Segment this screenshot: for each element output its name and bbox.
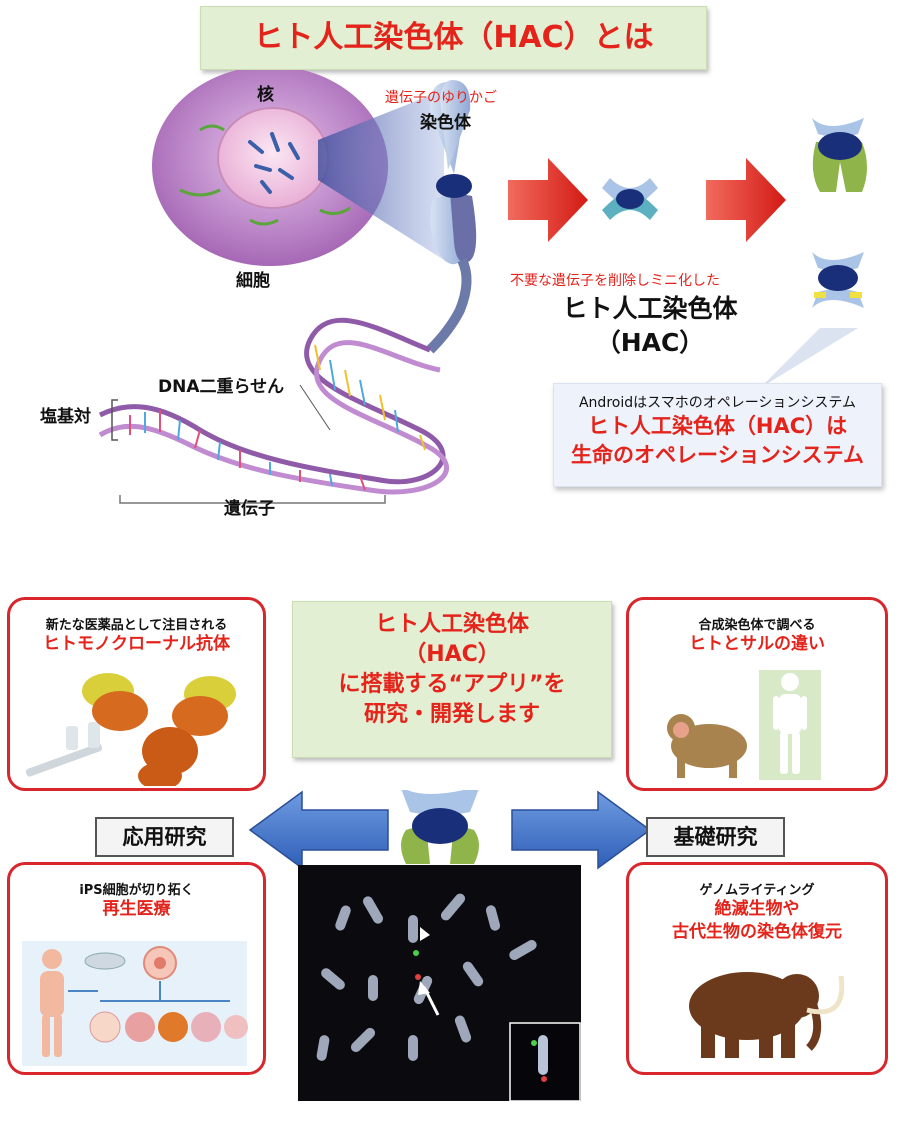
antibody-card: 新たな医薬品として注目される ヒトモノクローナル抗体 [7, 597, 266, 791]
human-monkey-card: 合成染色体で調べる ヒトとサルの違い [626, 597, 888, 791]
chromosome-graphic [426, 80, 477, 354]
base-pair-bracket [111, 399, 118, 441]
mini-caption: 不要な遺伝子を削除しミニ化した [510, 273, 720, 289]
regenerative-medicine-illustration [22, 941, 248, 1066]
page-title: ヒト人工染色体（HAC）とは [200, 6, 707, 70]
genome-writing-card: ゲノムライティング 絶滅生物や 古代生物の染色体復元 [626, 862, 888, 1075]
organ-icons [89, 1011, 248, 1043]
arrow-left-applied [248, 790, 389, 870]
syringe-icon [25, 722, 103, 777]
hac-yellow-band-graphic [812, 252, 864, 308]
mammoth-icon [689, 972, 845, 1058]
hac-name: ヒト人工染色体 （HAC） [562, 294, 738, 357]
cell-graphic [152, 70, 388, 266]
monkey-icon [667, 714, 747, 778]
metaphase-spread-graphic [316, 893, 581, 1102]
red-arrow-2 [706, 158, 786, 242]
zoom-beam [318, 90, 444, 260]
research-arrows [248, 790, 652, 870]
cell-label: 細胞 [236, 271, 270, 291]
antibody-illustration [25, 673, 236, 788]
hac-overview-illustration [98, 70, 867, 504]
applied-research-tag: 応用研究 [95, 817, 234, 857]
chromosome-label: 染色体 [420, 113, 471, 133]
arrow-right-basic [511, 790, 652, 870]
human-body-icon [40, 949, 64, 1057]
human-monkey-illustration [667, 670, 821, 780]
mini-hac-graphic [602, 178, 658, 220]
gene-label: 遺伝子 [224, 499, 275, 519]
cradle-label: 遺伝子のゆりかご [385, 90, 497, 106]
mammoth-illustration [689, 972, 845, 1058]
human-silhouette-icon [773, 673, 807, 774]
hac-green-graphic [812, 118, 867, 192]
red-arrow-1 [508, 158, 588, 242]
petri-dish-icon [84, 952, 126, 970]
research-summary-box: ヒト人工染色体 （HAC） に搭載する“アプリ”を 研究・開発します [292, 601, 612, 758]
ips-card: iPS細胞が切り拓く 再生医療 [7, 862, 266, 1075]
base-pair-label: 塩基対 [40, 407, 91, 427]
gene-bracket [119, 495, 386, 504]
antibody-molecule-icon [82, 673, 236, 788]
hac-center-graphic [401, 790, 479, 864]
callout-pointer [760, 328, 858, 388]
basic-research-tag: 基礎研究 [646, 817, 785, 857]
ips-cell-icon [143, 946, 177, 980]
dna-helix-graphic [98, 317, 449, 495]
dna-pointer-line [299, 384, 331, 431]
dna-label: DNA二重らせん [158, 377, 285, 397]
android-callout: Androidはスマホのオペレーションシステム ヒト人工染色体（HAC）は 生命… [553, 383, 882, 487]
nucleus-label: 核 [257, 85, 274, 105]
chromosome-microscopy-image [298, 865, 581, 1102]
